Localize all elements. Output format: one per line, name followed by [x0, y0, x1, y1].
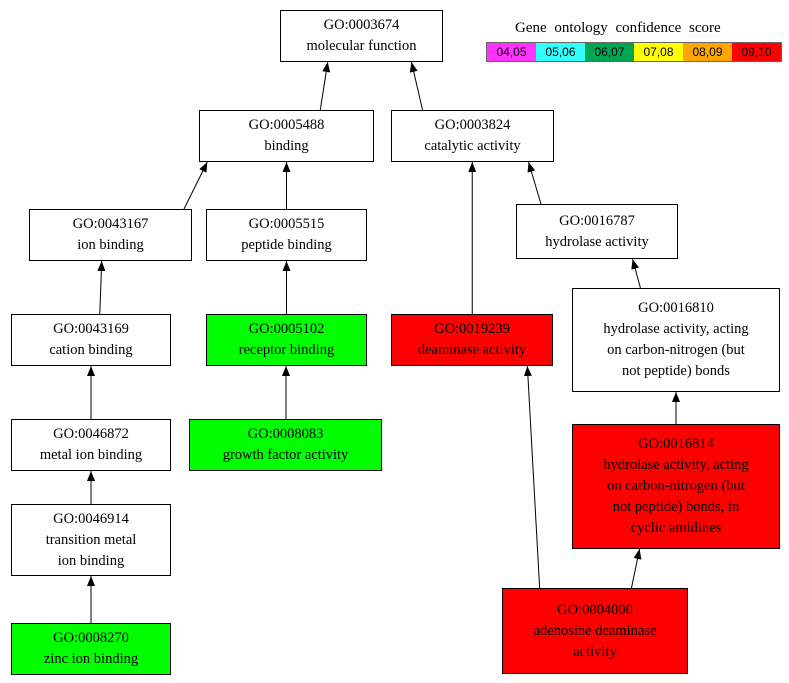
edge-go0043167-to-go0005488	[183, 161, 208, 210]
legend-color-scale: 04,05 05,06 06,07 07,08 08,09 09,10	[486, 42, 782, 62]
legend-bin-06-07: 06,07	[585, 43, 634, 61]
legend-bin-04-05: 04,05	[487, 43, 536, 61]
node-id: GO:0004000	[557, 601, 633, 618]
node-label: receptor binding	[238, 342, 335, 358]
go-node-0003674: GO:0003674 molecular function	[280, 10, 443, 62]
go-node-0016810: GO:0016810 hydrolase activity, acting on…	[572, 288, 780, 392]
go-node-0043167: GO:0043167 ion binding	[29, 209, 192, 261]
node-label: metal ion binding	[39, 447, 143, 463]
node-id: GO:0005515	[248, 216, 325, 232]
node-label: growth factor activity	[222, 447, 349, 463]
node-label: zinc ion binding	[43, 651, 139, 667]
legend-bin-05-06: 05,06	[536, 43, 585, 61]
go-node-0043169: GO:0043169 cation binding	[11, 314, 171, 366]
legend-bin-label: 04,05	[496, 45, 527, 59]
node-id: GO:0003824	[434, 117, 511, 133]
legend-bin-09-10: 09,10	[732, 43, 781, 61]
node-label: hydrolase activity, acting on carbon-nit…	[603, 321, 749, 379]
go-node-0016787: GO:0016787 hydrolase activity	[516, 204, 678, 259]
go-node-0046872: GO:0046872 metal ion binding	[11, 419, 171, 471]
legend-bin-label: 07,08	[643, 45, 674, 59]
legend-bin-label: 05,06	[545, 45, 576, 59]
edge-go0004000-to-go0019239	[523, 365, 541, 589]
go-node-0005515: GO:0005515 peptide binding	[206, 209, 367, 261]
legend-bin-label: 08,09	[692, 45, 723, 59]
edge-go0043169-to-go0043167	[97, 260, 106, 315]
go-node-0016814: GO:0016814 hydrolase activity, acting on…	[572, 424, 780, 549]
edge-go0004000-to-go0016814	[630, 548, 642, 589]
edge-go0005488-to-go0003674	[319, 61, 331, 111]
go-node-0005488: GO:0005488 binding	[199, 110, 374, 162]
edge-go0016787-to-go0003824	[527, 161, 542, 205]
node-id: GO:0046872	[53, 426, 129, 442]
node-label: deaminase activity	[417, 342, 527, 358]
go-node-0005102: GO:0005102 receptor binding	[206, 314, 367, 366]
legend-title: Gene ontology confidence score	[515, 20, 721, 36]
node-id: GO:0016810	[638, 300, 714, 316]
legend-bin-08-09: 08,09	[683, 43, 732, 61]
node-id: GO:0005488	[248, 117, 325, 133]
node-label: binding	[264, 138, 309, 154]
node-label: catalytic activity	[424, 138, 521, 154]
node-label: hydrolase activity	[545, 233, 649, 250]
node-id: GO:0005102	[248, 321, 325, 337]
go-node-0003824: GO:0003824 catalytic activity	[391, 110, 554, 162]
node-id: GO:0008083	[247, 426, 324, 442]
node-id: GO:0003674	[323, 17, 400, 33]
node-label: peptide binding	[241, 237, 332, 253]
node-label: adenosine deaminase activity	[533, 622, 657, 660]
go-node-0008270: GO:0008270 zinc ion binding	[11, 623, 171, 675]
node-id: GO:0016787	[559, 212, 635, 229]
node-id: GO:0008270	[53, 630, 129, 646]
edge-go0016810-to-go0016787	[631, 258, 641, 289]
node-label: molecular function	[306, 38, 417, 54]
legend-bin-07-08: 07,08	[634, 43, 683, 61]
node-label: ion binding	[77, 237, 144, 253]
node-id: GO:0046914	[53, 510, 129, 527]
go-node-0019239: GO:0019239 deaminase activity	[391, 314, 553, 366]
go-node-0004000: GO:0004000 adenosine deaminase activity	[502, 588, 688, 674]
node-id: GO:0043169	[53, 321, 129, 337]
go-node-0008083: GO:0008083 growth factor activity	[189, 419, 382, 471]
legend-bin-label: 06,07	[594, 45, 625, 59]
go-node-0046914: GO:0046914 transition metal ion binding	[11, 504, 171, 576]
edge-go0003824-to-go0003674	[409, 61, 424, 111]
node-label: cation binding	[49, 342, 133, 358]
node-label: hydrolase activity, acting on carbon-nit…	[603, 457, 749, 536]
node-id: GO:0019239	[434, 321, 510, 337]
legend-bin-label: 09,10	[741, 45, 772, 59]
node-id: GO:0016814	[638, 436, 714, 452]
node-id: GO:0043167	[72, 216, 149, 232]
node-label: transition metal ion binding	[45, 531, 137, 569]
